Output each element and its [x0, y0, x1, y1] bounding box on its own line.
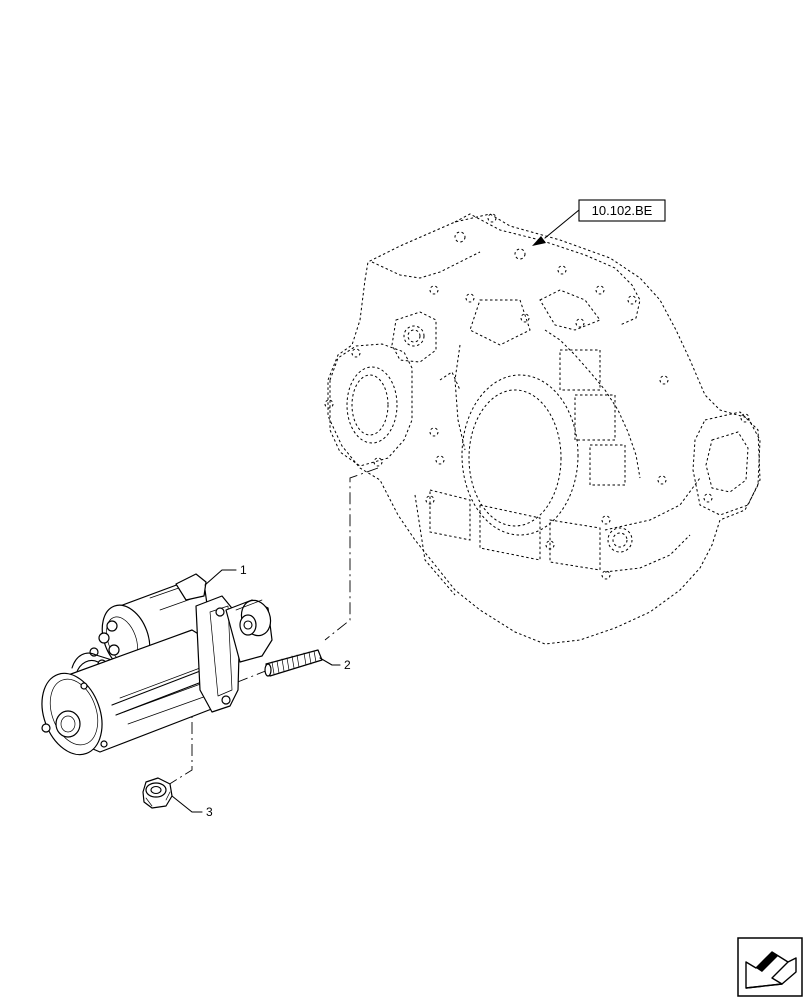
callout-3[interactable]: 3 — [171, 795, 213, 819]
callout-2-label: 2 — [344, 658, 351, 672]
arrow-icon[interactable] — [737, 937, 803, 997]
callout-1[interactable]: 1 — [204, 563, 247, 586]
callout-1-label: 1 — [240, 563, 247, 577]
nut[interactable] — [142, 777, 173, 809]
flywheel-housing — [324, 213, 761, 645]
callout-2[interactable]: 2 — [319, 657, 351, 672]
starter-motor[interactable] — [31, 573, 275, 763]
stud[interactable] — [264, 649, 323, 677]
reference-label[interactable]: 10.102.BE — [532, 199, 666, 246]
callout-3-label: 3 — [206, 805, 213, 819]
reference-label-text: 10.102.BE — [592, 203, 653, 218]
